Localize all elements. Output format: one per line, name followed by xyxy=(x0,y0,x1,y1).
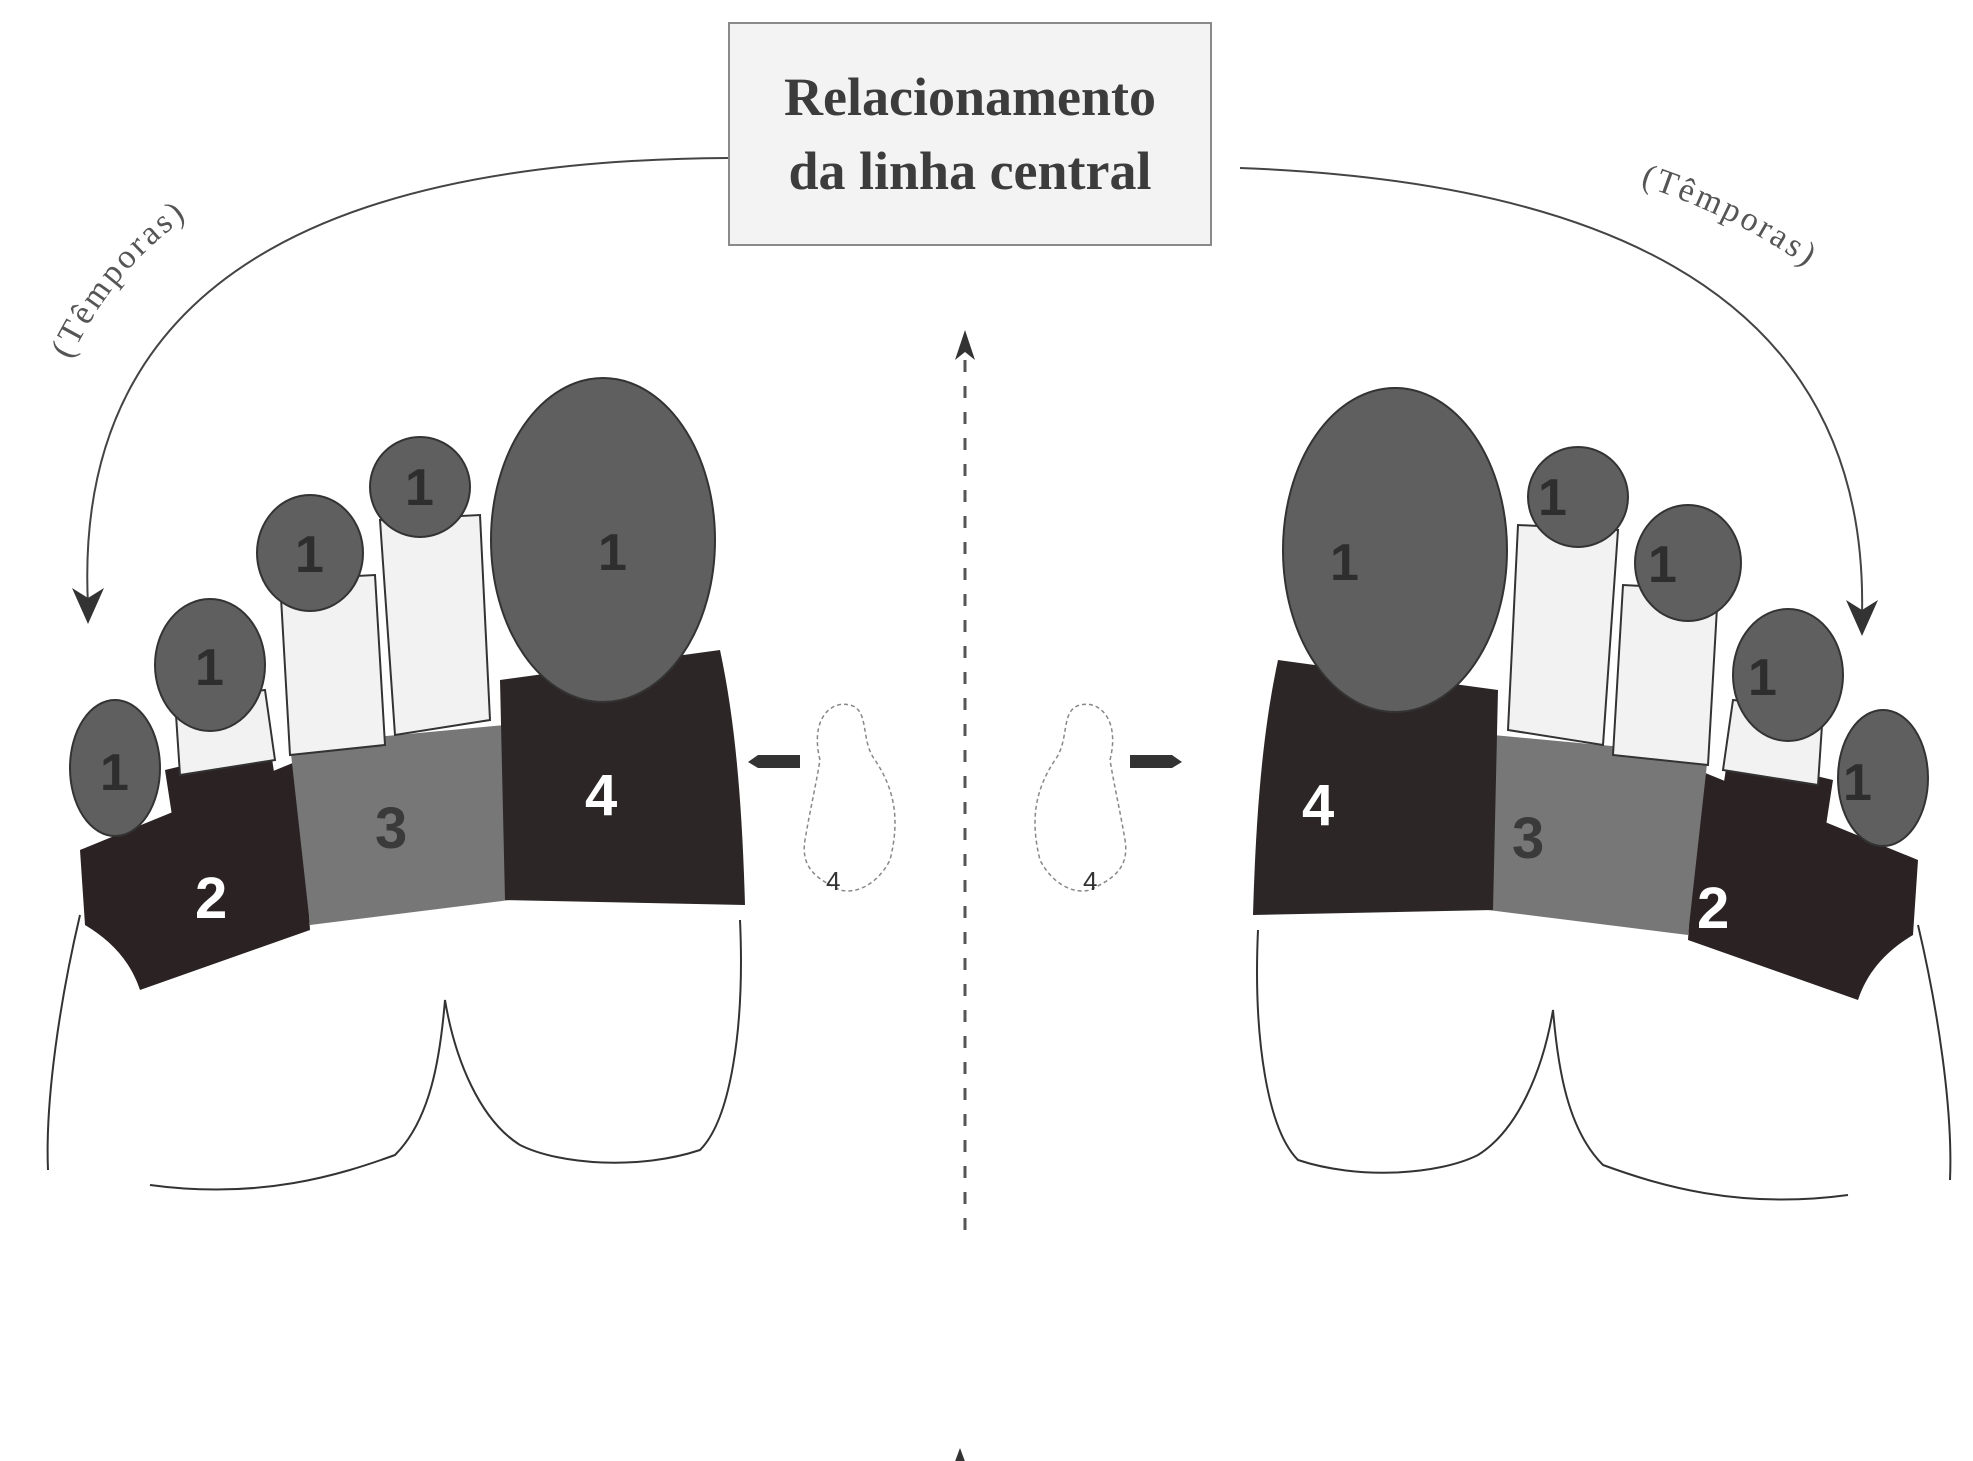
midline-arrowhead-icon xyxy=(955,330,975,360)
right-third-toe-label: 1 xyxy=(1648,536,1677,594)
left-big-toe-label: 1 xyxy=(598,524,627,582)
right-thumb-outline xyxy=(1035,704,1126,891)
left-foot-outline xyxy=(48,915,80,1170)
left-second-toe-label: 1 xyxy=(405,459,434,517)
right-toe-stem-3 xyxy=(1508,525,1618,745)
bottom-arrowhead-icon xyxy=(950,1448,970,1461)
left-foot-heel-outline xyxy=(150,920,741,1190)
left-toe-stem-3 xyxy=(380,515,490,735)
right-foot-heel-outline xyxy=(1257,930,1848,1200)
left-fourth-toe-label: 1 xyxy=(195,639,224,697)
temples-label-left: (Têmporas) xyxy=(44,193,193,364)
left-zone-3-label: 3 xyxy=(375,796,407,861)
right-foot-outline xyxy=(1918,925,1950,1180)
left-thumb-outline xyxy=(804,704,895,891)
right-zone-2-label: 2 xyxy=(1697,876,1729,941)
left-hand-sketch: 4 xyxy=(748,704,895,896)
right-zone-4-label: 4 xyxy=(1302,773,1334,838)
right-zone-3-label: 3 xyxy=(1512,806,1544,871)
right-hand-sketch: 4 xyxy=(1035,704,1182,896)
right-probe-icon xyxy=(1130,755,1182,768)
left-probe-icon xyxy=(748,755,800,768)
left-thumb-label: 4 xyxy=(826,866,840,896)
right-fourth-toe-label: 1 xyxy=(1748,649,1777,707)
temples-label-right: (Têmporas) xyxy=(1638,158,1826,275)
right-thumb-label: 4 xyxy=(1083,866,1097,896)
right-second-toe-label: 1 xyxy=(1538,469,1567,527)
left-little-toe-label: 1 xyxy=(100,744,129,802)
left-zone-2-label: 2 xyxy=(195,866,227,931)
right-little-toe-label: 1 xyxy=(1843,754,1872,812)
left-zone-4-label: 4 xyxy=(585,763,617,828)
right-big-toe-tip xyxy=(1283,388,1507,712)
right-big-toe-label: 1 xyxy=(1330,534,1359,592)
left-third-toe-label: 1 xyxy=(295,526,324,584)
left-foot: 1 1 1 1 1 2 3 4 xyxy=(48,378,745,1190)
